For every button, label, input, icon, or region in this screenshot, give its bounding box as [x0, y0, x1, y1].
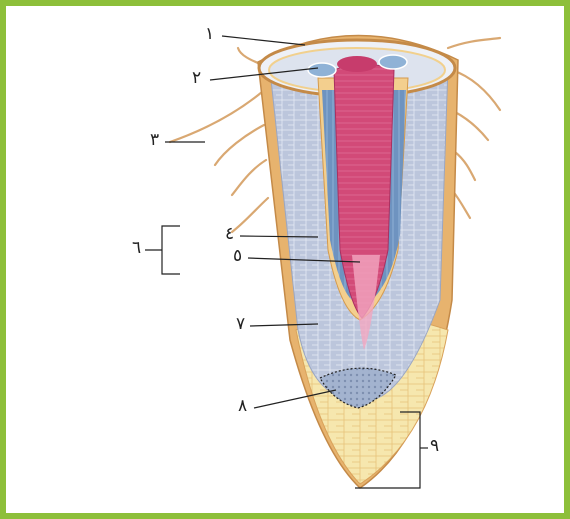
label-4: ٤ — [225, 226, 234, 243]
label-8: ٨ — [238, 398, 247, 415]
label-6: ٦ — [132, 240, 141, 257]
label-2: ٢ — [192, 70, 201, 87]
label-1: ١ — [205, 26, 214, 43]
label-7: ٧ — [236, 316, 245, 333]
label-5: ٥ — [233, 248, 242, 265]
label-3: ٣ — [150, 132, 159, 149]
label-9: ٩ — [430, 438, 439, 455]
